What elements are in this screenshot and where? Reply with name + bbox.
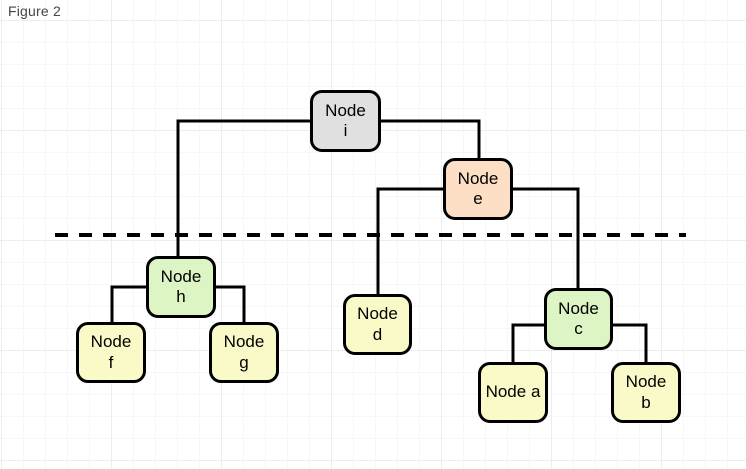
- node-a-label: Node a: [485, 382, 541, 402]
- node-e-label: Node e: [457, 168, 499, 208]
- edge-h-to-g: [214, 285, 246, 324]
- edge-h-to-f: [110, 285, 148, 324]
- edge-layer: [110, 119, 648, 364]
- edge-i-to-h: [176, 119, 312, 258]
- node-b-label: Node b: [625, 372, 667, 412]
- node-a[interactable]: Node a: [478, 362, 548, 423]
- node-c-label: Node c: [558, 298, 599, 338]
- node-i-label: Node i: [325, 100, 366, 140]
- node-f[interactable]: Node f: [76, 322, 146, 383]
- edge-c-to-a: [511, 323, 546, 364]
- node-b[interactable]: Node b: [611, 362, 681, 423]
- node-h-label: Node h: [160, 266, 202, 306]
- edge-i-to-e: [379, 119, 481, 160]
- node-i[interactable]: Node i: [310, 90, 381, 152]
- edge-c-to-b: [611, 323, 648, 364]
- node-g-label: Node g: [223, 332, 265, 372]
- edge-e-to-d: [376, 187, 445, 296]
- edge-e-to-c: [511, 187, 580, 290]
- node-d-label: Node d: [357, 304, 398, 344]
- node-h[interactable]: Node h: [146, 256, 216, 318]
- node-d[interactable]: Node d: [343, 294, 412, 355]
- node-g[interactable]: Node g: [209, 322, 279, 383]
- figure-caption: Figure 2: [8, 3, 61, 19]
- node-f-label: Node f: [90, 332, 132, 372]
- node-c[interactable]: Node c: [544, 288, 613, 350]
- node-e[interactable]: Node e: [443, 158, 513, 220]
